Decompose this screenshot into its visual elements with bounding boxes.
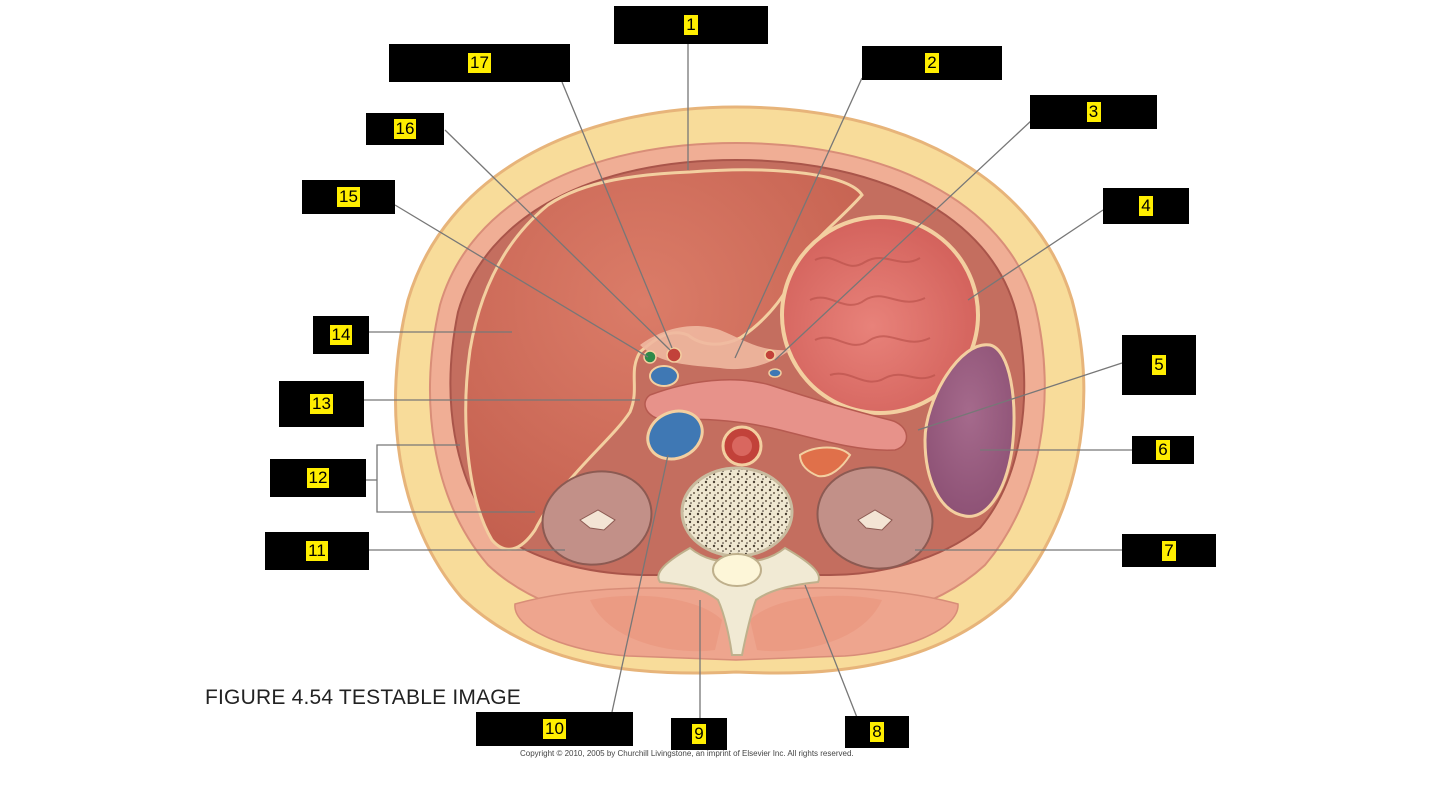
label-number-2: 2	[925, 53, 939, 73]
label-box-12: 12	[270, 459, 366, 497]
label-box-5: 5	[1122, 335, 1196, 395]
label-box-16: 16	[366, 113, 444, 145]
label-box-7: 7	[1122, 534, 1216, 567]
label-box-10: 10	[476, 712, 633, 746]
leader-15	[394, 204, 649, 358]
label-number-5: 5	[1152, 355, 1166, 375]
label-number-9: 9	[692, 724, 706, 744]
spleen	[923, 343, 1016, 518]
label-box-15: 15	[302, 180, 395, 214]
label-number-8: 8	[870, 722, 884, 742]
leader-lines	[364, 44, 1132, 721]
erector-spinae-left	[590, 595, 722, 652]
label-number-10: 10	[543, 719, 566, 739]
label-number-13: 13	[310, 394, 333, 414]
vertebral-body	[680, 466, 794, 558]
label-box-9: 9	[671, 718, 727, 750]
vertebral-foramen	[712, 553, 762, 587]
leader-4	[967, 209, 1104, 301]
label-number-11: 11	[306, 541, 328, 561]
label-box-11: 11	[265, 532, 369, 570]
copyright-notice: Copyright © 2010, 2005 by Churchill Livi…	[520, 749, 854, 758]
label-number-14: 14	[329, 325, 353, 345]
bile-duct	[643, 350, 657, 364]
label-box-2: 2	[862, 46, 1002, 80]
aorta-lumen	[732, 436, 752, 456]
leader-12-bracket	[376, 444, 535, 513]
right-kidney-pelvis	[579, 509, 616, 531]
portal-vein	[649, 365, 679, 387]
label-number-6: 6	[1156, 440, 1170, 460]
leader-2	[734, 77, 863, 359]
erector-spinae-right	[750, 595, 882, 652]
label-number-4: 4	[1139, 196, 1153, 216]
stomach	[780, 215, 980, 415]
label-box-6: 6	[1132, 436, 1194, 464]
splenic-vein-small	[768, 368, 782, 378]
label-box-8: 8	[845, 716, 909, 748]
figure-caption: FIGURE 4.54 TESTABLE IMAGE	[205, 686, 522, 709]
inferior-vena-cava	[646, 409, 704, 461]
splenic-artery-small	[764, 349, 776, 361]
label-box-14: 14	[313, 316, 369, 354]
hepatic-artery	[666, 347, 682, 363]
stomach-rugae	[809, 256, 936, 383]
leader-5	[917, 362, 1123, 431]
label-number-3: 3	[1086, 102, 1101, 122]
label-number-17: 17	[468, 53, 491, 73]
left-adrenal-gland	[798, 446, 852, 478]
leader-17	[561, 81, 673, 349]
label-number-15: 15	[337, 187, 360, 207]
label-box-1: 1	[614, 6, 768, 44]
label-box-3: 3	[1030, 95, 1157, 129]
leader-10	[611, 454, 669, 713]
label-number-16: 16	[393, 119, 417, 139]
label-number-12: 12	[306, 468, 330, 488]
label-number-7: 7	[1162, 540, 1176, 561]
label-box-17: 17	[389, 44, 570, 82]
leader-3	[774, 119, 1033, 361]
label-box-4: 4	[1103, 188, 1189, 224]
label-number-1: 1	[684, 15, 698, 35]
left-kidney-pelvis	[857, 509, 893, 531]
label-box-13: 13	[279, 381, 364, 427]
leader-8	[804, 584, 859, 721]
leader-16	[444, 129, 671, 351]
